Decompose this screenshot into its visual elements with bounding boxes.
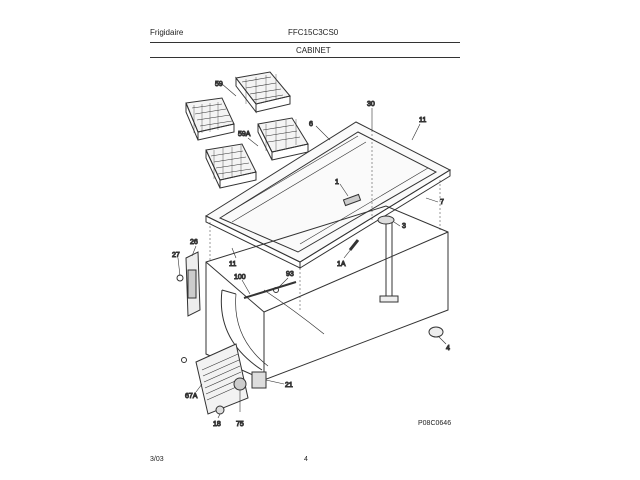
callout-21: 21 bbox=[285, 382, 293, 389]
dial-75 bbox=[233, 377, 247, 391]
lid-frame bbox=[204, 121, 452, 269]
callout-6: 6 bbox=[309, 121, 313, 128]
thermostat-21 bbox=[251, 371, 267, 389]
diagram-code: P08C0646 bbox=[418, 420, 452, 427]
basket-59a-left bbox=[205, 143, 257, 189]
callout-4: 4 bbox=[446, 345, 450, 352]
callout-3: 3 bbox=[402, 223, 406, 230]
drain-outlet bbox=[379, 295, 399, 303]
header-rule-top bbox=[150, 42, 460, 43]
callout-11-left: 11 bbox=[229, 261, 236, 268]
trim-strip-100 bbox=[243, 281, 297, 299]
basket-59-right bbox=[235, 71, 291, 114]
cabinet-body bbox=[205, 205, 449, 381]
dashed-guides bbox=[209, 130, 441, 312]
footer-page-number: 4 bbox=[304, 456, 308, 463]
screw-93 bbox=[273, 287, 279, 293]
callout-59a: 59A bbox=[238, 131, 251, 138]
drain-cap-4 bbox=[428, 326, 444, 338]
leader-lines bbox=[177, 83, 447, 419]
basket-59-left bbox=[185, 97, 235, 141]
latch-bracket-26 bbox=[185, 251, 201, 317]
callout-93: 93 bbox=[286, 271, 294, 278]
callout-27: 27 bbox=[172, 252, 180, 259]
footer-date: 3/03 bbox=[150, 456, 164, 463]
callout-18: 18 bbox=[213, 421, 221, 428]
callout-1a: 1A bbox=[337, 261, 346, 268]
brand-label: Frigidaire bbox=[150, 28, 184, 37]
callout-11-top: 11 bbox=[419, 117, 426, 124]
callout-30: 30 bbox=[367, 101, 375, 108]
drain-plug-3 bbox=[377, 215, 395, 225]
header-rule-bottom bbox=[150, 57, 460, 58]
knob-18 bbox=[215, 405, 225, 415]
louver-67a bbox=[195, 343, 249, 415]
model-number: FFC15C3CS0 bbox=[288, 28, 339, 37]
hinge-1 bbox=[342, 193, 362, 207]
callout-67a: 67A bbox=[185, 393, 198, 400]
callout-59: 59 bbox=[215, 81, 223, 88]
callout-1: 1 bbox=[335, 179, 339, 186]
callout-75: 75 bbox=[236, 421, 244, 428]
section-title: CABINET bbox=[296, 46, 331, 55]
screw-left-panel bbox=[181, 357, 187, 363]
clip-1a bbox=[348, 239, 360, 251]
callout-26: 26 bbox=[190, 239, 198, 246]
callout-100: 100 bbox=[234, 274, 246, 281]
callout-7: 7 bbox=[440, 199, 444, 206]
basket-59a-right bbox=[257, 117, 309, 161]
